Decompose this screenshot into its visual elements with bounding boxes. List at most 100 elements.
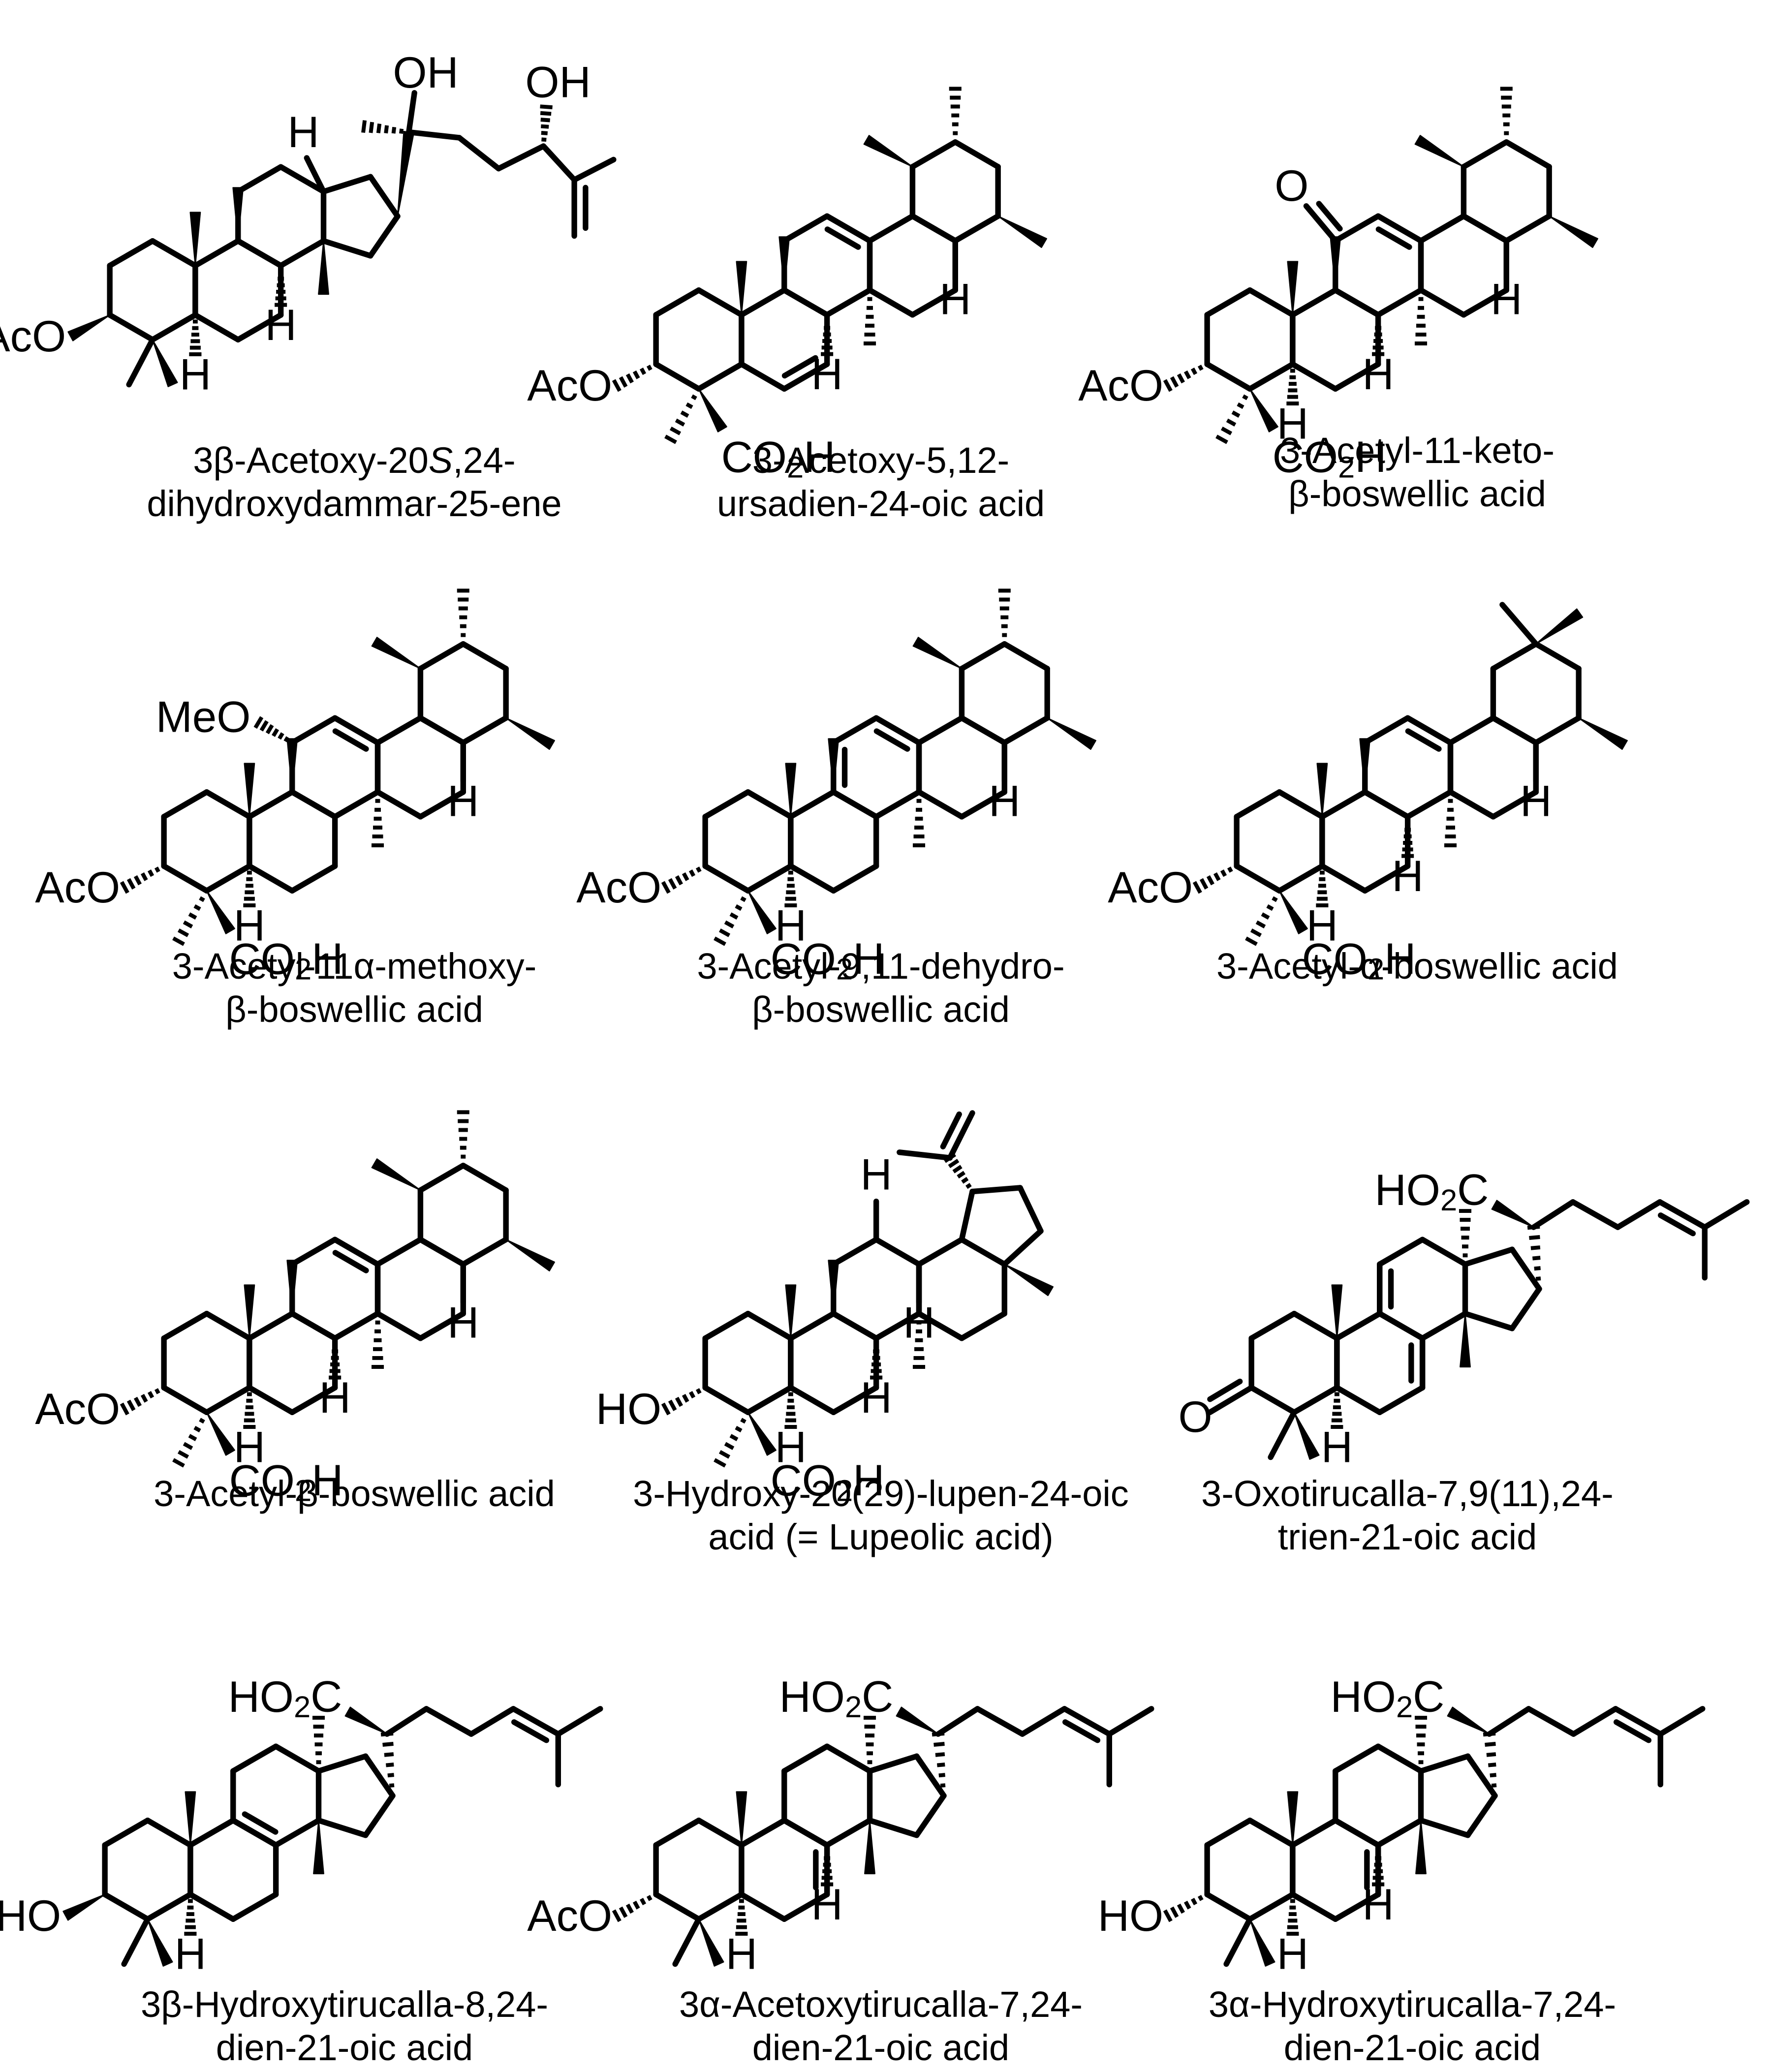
atom-label: H [775, 901, 807, 950]
bond [289, 789, 338, 820]
bond [788, 863, 837, 894]
caption-c10: 3β-Hydroxytirucalla-8,24- dien-21-oic ac… [54, 1983, 635, 2070]
bond [653, 1891, 702, 1922]
bond [959, 715, 1007, 746]
bond [867, 287, 916, 318]
wedge-bond [344, 1706, 388, 1735]
bond [460, 715, 509, 746]
bond [247, 863, 295, 894]
bond [935, 1706, 981, 1737]
bond [1290, 287, 1338, 318]
bond [1418, 1817, 1471, 1838]
double-bond [1613, 1719, 1652, 1743]
structure-c1: HHHAcOOHOH [0, 48, 617, 399]
wedge-bond [1330, 236, 1341, 291]
caption-line: β-boswellic acid [225, 989, 483, 1030]
bond [417, 789, 466, 820]
bond [289, 863, 338, 894]
wedge-bond [1293, 1412, 1320, 1460]
bond [540, 143, 577, 183]
bond [289, 715, 338, 746]
bond [1419, 1237, 1468, 1268]
bond [1465, 1793, 1498, 1838]
bond [672, 1916, 702, 1967]
atom-label: H [861, 1150, 892, 1199]
bond [873, 715, 922, 746]
bond [1702, 1199, 1750, 1230]
double-bond [242, 1811, 279, 1835]
bond [1276, 789, 1325, 820]
wedge-bond [313, 1820, 324, 1875]
caption-c8: 3-Hydroxy-20(29)-lupen-24-oic acid (= Lu… [591, 1472, 1171, 1559]
wedge-bond [997, 216, 1047, 248]
bond [1530, 1199, 1576, 1230]
bond [332, 789, 381, 820]
hash-bond [1459, 1209, 1472, 1258]
hash-bond [912, 1320, 926, 1369]
bond [460, 1163, 509, 1193]
atom-label: OH [393, 48, 458, 97]
bond [423, 1706, 474, 1737]
wedge-bond [785, 1284, 797, 1339]
hash-bond [172, 896, 205, 946]
hash-bond [243, 1392, 256, 1429]
bond [304, 155, 327, 195]
hash-bond [1192, 866, 1233, 894]
bond [107, 238, 155, 269]
bond [916, 1310, 965, 1341]
bond [916, 789, 965, 820]
bond [417, 1237, 466, 1268]
bond [1223, 1916, 1253, 1967]
bond [1461, 139, 1509, 170]
bond [332, 715, 381, 746]
hash-bond [120, 866, 160, 894]
hash-bond [863, 1716, 876, 1764]
bond [1462, 1310, 1515, 1331]
bond [1001, 715, 1050, 746]
hash-bond [361, 120, 404, 134]
double-bond [332, 728, 369, 752]
wedge-bond [147, 1918, 173, 1967]
atom-label: AcO [35, 863, 120, 912]
bond [702, 1310, 751, 1341]
bond [204, 1310, 252, 1341]
hash-bond [821, 1850, 834, 1886]
bond [952, 213, 1001, 244]
caption-line: 3-Acetyl-11-keto- [1280, 430, 1554, 471]
bond [1247, 287, 1296, 318]
hash-bond [1245, 896, 1278, 946]
bond [831, 863, 879, 894]
hash-bond [998, 588, 1011, 637]
bond [161, 863, 210, 894]
double-bond [1062, 1719, 1101, 1743]
bond [914, 1793, 947, 1838]
wedge-bond [505, 717, 555, 750]
atom-label: H [811, 1880, 843, 1929]
bond [702, 1385, 751, 1416]
wedge-bond [286, 738, 298, 793]
atom-label: H [1491, 275, 1522, 323]
wedge-bond [62, 1894, 106, 1921]
atom-label: AcO [527, 361, 612, 410]
bond [696, 287, 745, 318]
bond [161, 789, 210, 820]
atom-label: CO2H [721, 433, 836, 485]
bond [368, 174, 401, 219]
bond [192, 312, 241, 343]
bond [1017, 1185, 1044, 1234]
bond [121, 1916, 151, 1967]
caption-line: 3-Oxotirucalla-7,9(11),24- [1201, 1473, 1614, 1514]
wedge-bond [1047, 717, 1096, 750]
hash-bond [821, 319, 834, 356]
bond [1204, 361, 1253, 392]
atom-label: H [1363, 350, 1394, 399]
bond [1462, 1246, 1515, 1268]
hash-bond [1401, 821, 1414, 858]
bond [460, 1237, 509, 1268]
bond [1486, 1706, 1532, 1737]
wedge-bond [1004, 1264, 1054, 1297]
bond [1377, 1237, 1426, 1268]
bond [653, 361, 702, 392]
